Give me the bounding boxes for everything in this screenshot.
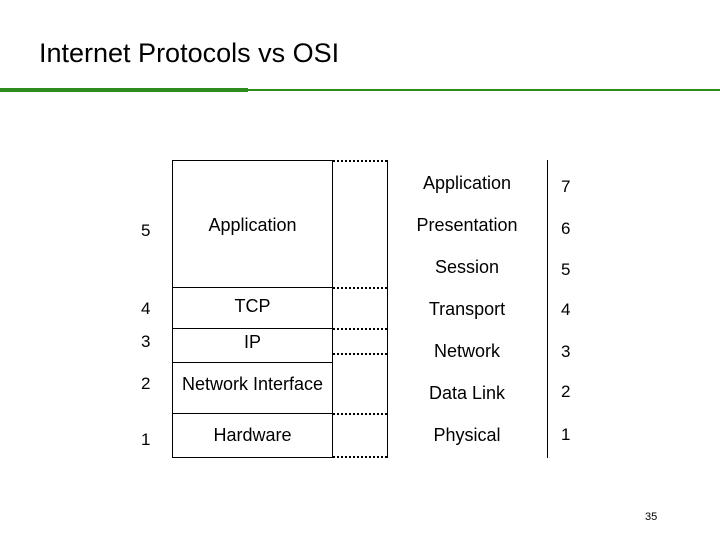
osi-layer-number-4: 4	[561, 300, 571, 319]
title-rule-accent	[0, 88, 248, 92]
internet-layer-tcp: TCP	[234, 296, 271, 316]
internet-layer-ip: IP	[243, 332, 261, 352]
osi-layer-physical: Physical	[433, 425, 501, 445]
osi-layer-number-5: 5	[561, 260, 571, 279]
internet-layer-hardware: Hardware	[213, 425, 292, 445]
dotted-connector-tcp	[333, 328, 387, 330]
dotted-connector-ip	[333, 353, 387, 355]
internet-layer-network-interface: Network Interface	[181, 374, 324, 394]
dotted-connector-top	[333, 160, 387, 162]
internet-divider-ip-netif	[172, 362, 333, 363]
internet-layer-number-3: 3	[141, 332, 151, 351]
osi-stack-right-border	[547, 160, 548, 458]
internet-divider-netif-hw	[172, 413, 333, 414]
internet-divider-tcp-ip	[172, 328, 333, 329]
osi-layer-application: Application	[422, 173, 512, 193]
osi-layer-number-6: 6	[561, 219, 571, 238]
dotted-connector-app	[333, 287, 387, 289]
osi-stack-left-border	[387, 160, 388, 458]
osi-layer-network: Network	[433, 341, 500, 361]
page-number: 35	[645, 511, 658, 523]
osi-layer-presentation: Presentation	[416, 215, 518, 235]
osi-layer-data-link: Data Link	[428, 383, 506, 403]
osi-layer-session: Session	[434, 257, 500, 277]
osi-layer-number-1: 1	[561, 425, 571, 444]
slide-title: Internet Protocols vs OSI	[39, 38, 340, 68]
internet-layer-number-2: 2	[141, 374, 151, 393]
internet-stack-box	[172, 160, 333, 458]
internet-divider-app-tcp	[172, 287, 333, 288]
osi-layer-number-3: 3	[561, 342, 571, 361]
internet-layer-number-4: 4	[141, 299, 151, 318]
title-rule	[0, 89, 720, 91]
internet-layer-application: Application	[208, 215, 297, 235]
osi-layer-transport: Transport	[428, 299, 506, 319]
internet-layer-number-1: 1	[141, 430, 151, 449]
dotted-connector-bottom	[333, 456, 387, 458]
dotted-connector-netif	[333, 413, 387, 415]
osi-layer-number-7: 7	[561, 177, 571, 196]
internet-layer-number-5: 5	[141, 221, 151, 240]
osi-layer-number-2: 2	[561, 382, 571, 401]
